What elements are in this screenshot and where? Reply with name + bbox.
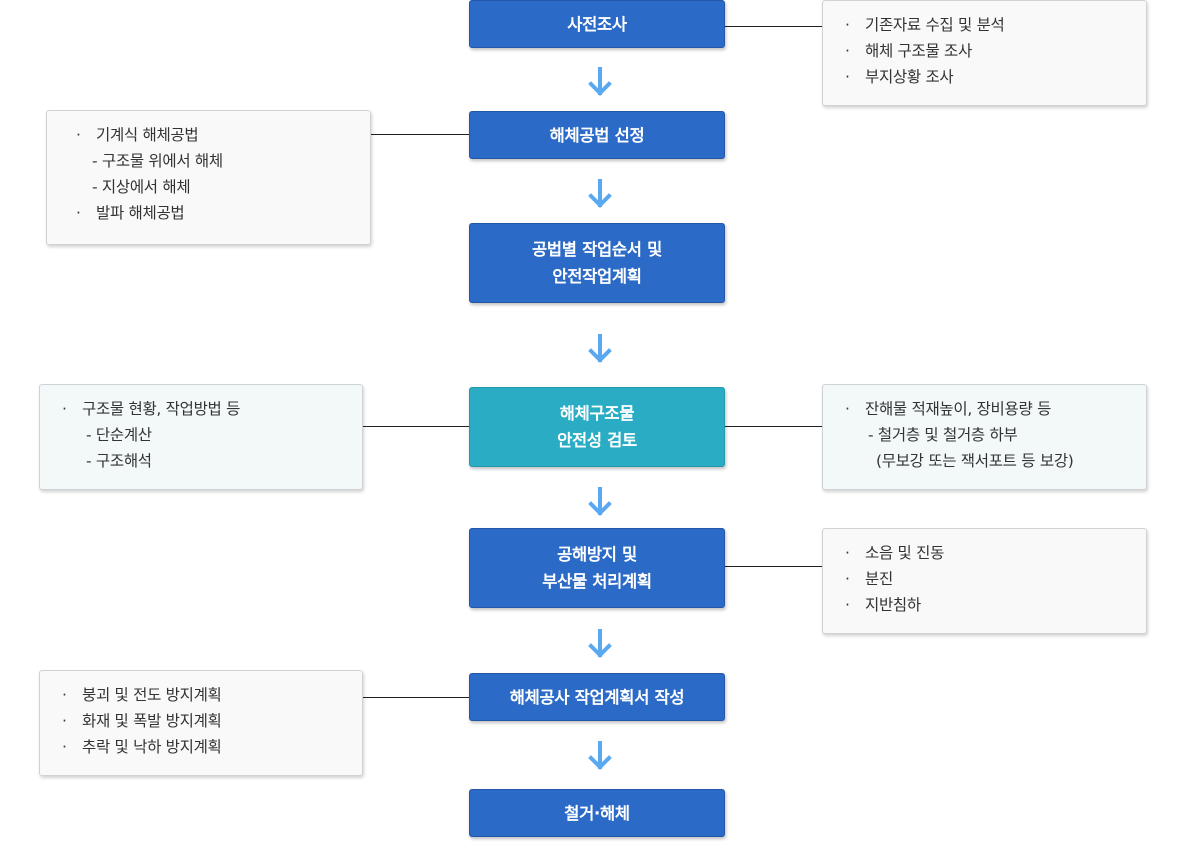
note-subitem: - 구조해석 <box>86 452 152 470</box>
step-label-line2: 안전성 검토 <box>557 431 637 450</box>
step-label: 사전조사 <box>567 14 627 34</box>
down-arrow-icon <box>588 67 612 96</box>
note-item: 분진 <box>841 566 1136 592</box>
step-label: 해체공법 선정 <box>549 125 645 145</box>
note-item: 지반침하 <box>841 592 1136 618</box>
down-arrow-icon <box>588 179 612 208</box>
note-item: 구조물 현황, 작업방법 등 <box>58 396 352 422</box>
note-survey-items: 기존자료 수집 및 분석 해체 구조물 조사 부지상황 조사 <box>822 0 1147 106</box>
step-safety-review: 해체구조물 안전성 검토 <box>469 387 725 467</box>
note-method-items: 기계식 해체공법 - 구조물 위에서 해체 - 지상에서 해체 발파 해체공법 <box>46 110 371 245</box>
step-label-line2: 안전작업계획 <box>552 267 642 286</box>
note-subitem: - 단순계산 <box>86 426 152 444</box>
step-label: 철거·해체 <box>564 803 630 823</box>
down-arrow-icon <box>588 334 612 363</box>
note-item: 기계식 해체공법 <box>72 122 360 148</box>
step-work-sequence: 공법별 작업순서 및 안전작업계획 <box>469 223 725 303</box>
note-item: 기존자료 수집 및 분석 <box>841 12 1136 38</box>
connector-safety-right <box>725 426 822 427</box>
note-safety-left: 구조물 현황, 작업방법 등 - 단순계산 - 구조해석 <box>39 384 363 490</box>
connector-pollution <box>725 566 822 567</box>
note-item: 추락 및 낙하 방지계획 <box>58 734 352 760</box>
step-pollution-prevention: 공해방지 및 부산물 처리계획 <box>469 528 725 608</box>
note-pollution-items: 소음 및 진동 분진 지반침하 <box>822 528 1147 634</box>
note-plan-items: 붕괴 및 전도 방지계획 화재 및 폭발 방지계획 추락 및 낙하 방지계획 <box>39 670 363 776</box>
note-subitem: (무보강 또는 잭서포트 등 보강) <box>876 452 1074 470</box>
note-item: 붕괴 및 전도 방지계획 <box>58 682 352 708</box>
down-arrow-icon <box>588 741 612 770</box>
connector-survey <box>725 26 822 27</box>
note-item: 부지상황 조사 <box>841 64 1136 90</box>
note-subitem: - 지상에서 해체 <box>92 178 191 196</box>
down-arrow-icon <box>588 487 612 516</box>
step-label-line1: 공해방지 및 <box>557 545 637 564</box>
note-item: 발파 해체공법 <box>72 200 360 226</box>
note-item: 해체 구조물 조사 <box>841 38 1136 64</box>
connector-plan <box>363 697 469 698</box>
step-work-plan: 해체공사 작업계획서 작성 <box>469 673 725 721</box>
note-item: 화재 및 폭발 방지계획 <box>58 708 352 734</box>
connector-safety-left <box>363 426 469 427</box>
connector-method <box>371 134 469 135</box>
step-label-line2: 부산물 처리계획 <box>542 572 652 591</box>
note-item: 소음 및 진동 <box>841 540 1136 566</box>
down-arrow-icon <box>588 629 612 658</box>
step-preliminary-survey: 사전조사 <box>469 0 725 48</box>
step-label: 해체공사 작업계획서 작성 <box>509 687 685 707</box>
step-label-line1: 공법별 작업순서 및 <box>532 240 662 259</box>
note-safety-right: 잔해물 적재높이, 장비용량 등 - 철거층 및 철거층 하부 (무보강 또는 … <box>822 384 1147 490</box>
note-subitem: - 철거층 및 철거층 하부 <box>868 426 1018 444</box>
note-item: 잔해물 적재높이, 장비용량 등 <box>841 396 1136 422</box>
note-subitem: - 구조물 위에서 해체 <box>92 152 223 170</box>
step-label-line1: 해체구조물 <box>559 404 635 423</box>
step-method-selection: 해체공법 선정 <box>469 111 725 159</box>
step-demolition: 철거·해체 <box>469 789 725 837</box>
